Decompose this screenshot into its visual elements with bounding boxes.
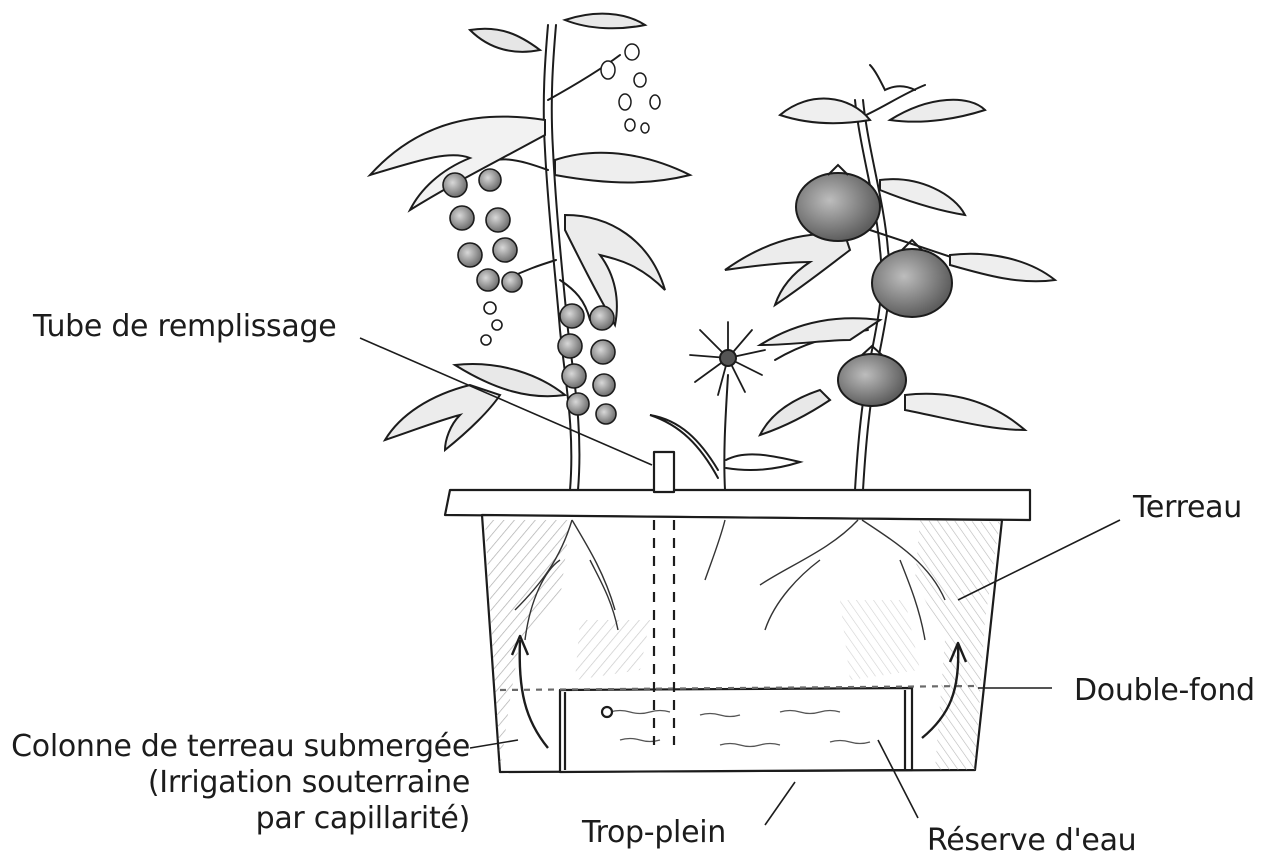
- label-overflow: Trop-plein: [582, 815, 726, 851]
- label-double-bottom: Double-fond: [1074, 673, 1255, 709]
- planter-icon: [445, 452, 1030, 772]
- label-water-reserve: Réserve d'eau: [927, 823, 1136, 859]
- label-submerged-column: Colonne de terreau submergée (Irrigation…: [0, 729, 470, 837]
- leader-trop-plein: [765, 782, 795, 825]
- label-submerged-column-line2: (Irrigation souterraine: [0, 765, 470, 801]
- flower-buds-icon: [601, 44, 660, 133]
- label-potting-soil: Terreau: [1133, 490, 1242, 526]
- label-fill-tube: Tube de remplissage: [33, 309, 336, 345]
- cherry-tomato-cluster-left-icon: [443, 169, 522, 345]
- label-submerged-column-line1: Colonne de terreau submergée: [0, 729, 470, 765]
- cherry-tomato-cluster-right-icon: [558, 304, 616, 424]
- label-submerged-column-line3: par capillarité): [0, 801, 470, 837]
